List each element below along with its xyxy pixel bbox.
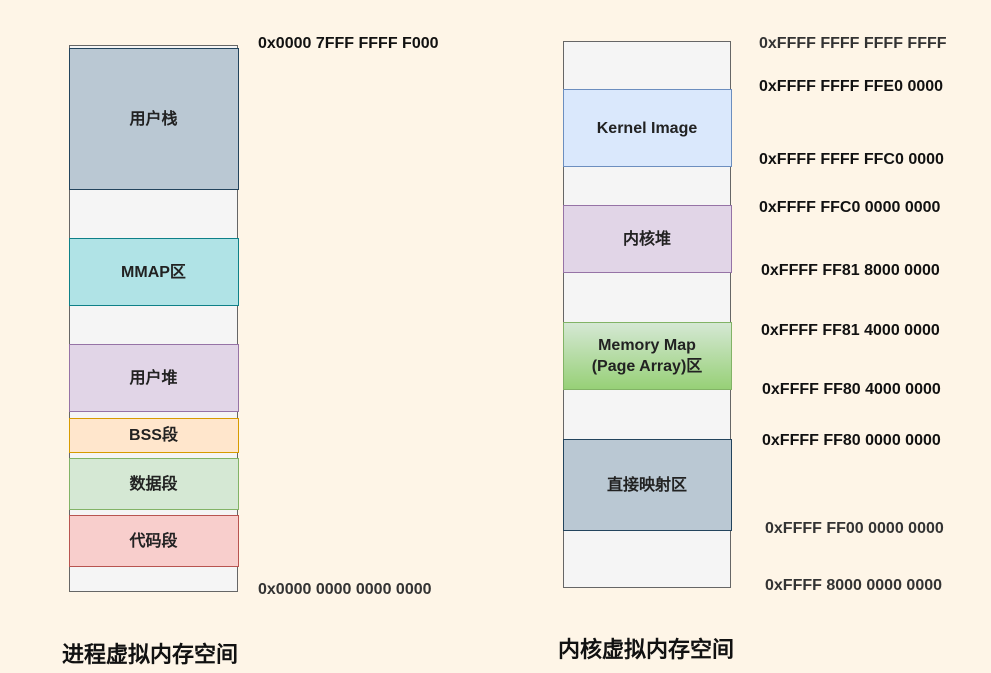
kernel-heap-segment: 内核堆 xyxy=(562,205,732,273)
kernel-address: 0xFFFF 8000 0000 0000 xyxy=(765,577,943,594)
process-address-space-column: 用户栈 MMAP区 用户堆 BSS段 数据段 代码段 xyxy=(68,45,239,592)
kernel-address: 0xFFFF FF00 0000 0000 xyxy=(765,520,944,537)
kernel-address: 0xFFFF FF80 0000 0000 xyxy=(762,432,941,449)
segment-label: 直接映射区 xyxy=(606,476,687,494)
kernel-image-segment: Kernel Image xyxy=(562,89,732,167)
segment-label: 用户栈 xyxy=(129,110,178,128)
segment-label: MMAP区 xyxy=(121,263,186,281)
memory-map-segment: Memory Map (Page Array)区 xyxy=(562,322,732,390)
process-address-bottom: 0x0000 0000 0000 0000 xyxy=(258,581,432,598)
kernel-address: 0xFFFF FF81 4000 0000 xyxy=(761,322,940,339)
code-segment: 代码段 xyxy=(68,515,239,567)
kernel-space-title: 内核虚拟内存空间 xyxy=(558,637,735,662)
bss-segment: BSS段 xyxy=(68,418,239,453)
segment-label: 数据段 xyxy=(129,475,178,493)
direct-mapping-segment: 直接映射区 xyxy=(562,439,732,531)
kernel-address: 0xFFFF FF81 8000 0000 xyxy=(761,262,940,279)
kernel-address: 0xFFFF FFFF FFC0 0000 xyxy=(759,151,944,168)
process-address-top: 0x0000 7FFF FFFF F000 xyxy=(258,35,439,52)
segment-label: 代码段 xyxy=(129,532,178,550)
segment-label: 内核堆 xyxy=(622,230,671,248)
user-heap-segment: 用户堆 xyxy=(68,344,239,412)
kernel-address: 0xFFFF FFC0 0000 0000 xyxy=(759,199,941,216)
kernel-address: 0xFFFF FF80 4000 0000 xyxy=(762,381,941,398)
segment-label: BSS段 xyxy=(129,427,178,444)
kernel-address: 0xFFFF FFFF FFFF FFFF xyxy=(759,35,947,52)
kernel-address-space-column: Kernel Image 内核堆 Memory Map (Page Array)… xyxy=(562,41,732,588)
data-segment: 数据段 xyxy=(68,458,239,510)
mmap-segment: MMAP区 xyxy=(68,238,239,306)
kernel-address: 0xFFFF FFFF FFE0 0000 xyxy=(759,78,944,95)
segment-label: Memory Map (Page Array)区 xyxy=(591,337,703,375)
user-stack-segment: 用户栈 xyxy=(68,48,239,190)
process-space-title: 进程虚拟内存空间 xyxy=(62,642,239,667)
segment-label: Kernel Image xyxy=(596,119,698,137)
segment-label: 用户堆 xyxy=(129,369,178,387)
